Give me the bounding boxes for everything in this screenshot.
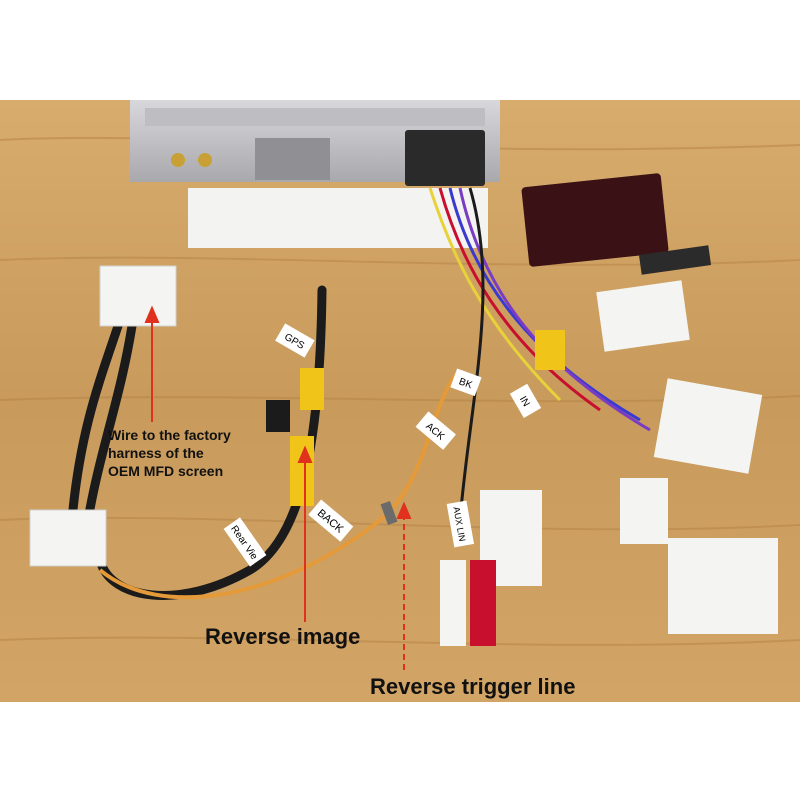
wire-tag-ack: ACK [415,411,456,450]
wire-tag-bk-text: BK [457,376,474,391]
white-connector [596,280,690,352]
wiring-harness-photo: Rear Vie BACK GPS ACK AUX LIN IN BK [0,100,800,702]
black-small-connector [266,400,290,432]
power-harness-wires [428,187,651,521]
factory-harness-connector-bottom [29,509,107,567]
head-unit [130,100,500,186]
white-connector [653,378,763,474]
rca-white-plug [440,560,466,646]
wire-tag-aux-lin: AUX LIN [446,500,475,548]
callout-factory-harness-line: Wire to the factory [108,427,231,443]
decoder-box [521,173,669,267]
reverse-trigger-wire-end [380,500,398,526]
rca-yellow-plug [300,368,324,410]
arrow-reverse-image-head [297,445,313,463]
callout-reverse-trigger: Reverse trigger line [370,674,576,699]
antenna-jack [198,153,212,167]
callout-reverse-image: Reverse image [205,624,361,649]
arrow-reverse-trigger-head [396,501,412,519]
wire-tag-gps: GPS [275,323,315,358]
rca-red-plug [470,560,496,646]
callout-factory-harness-line: harness of the [108,445,204,461]
rca-yellow-plug [535,330,565,370]
foam-block [188,188,488,248]
wire-tag-bk: BK [450,368,482,397]
white-connector [620,478,668,544]
arrow-factory-harness-head [144,305,160,323]
antenna-adapter [638,245,712,275]
rca-yellow-plug-tip [290,436,314,506]
wire-tag-in: IN [509,383,542,418]
callout-factory-harness-line: OEM MFD screen [108,463,224,479]
factory-harness-connector-top [99,265,177,327]
wire-tag-in-text: IN [517,395,532,409]
antenna-jack [171,153,185,167]
callout-factory-harness: Wire to the factory harness of the OEM M… [108,426,231,480]
callout-arrows [144,305,412,670]
white-connector [668,538,778,634]
